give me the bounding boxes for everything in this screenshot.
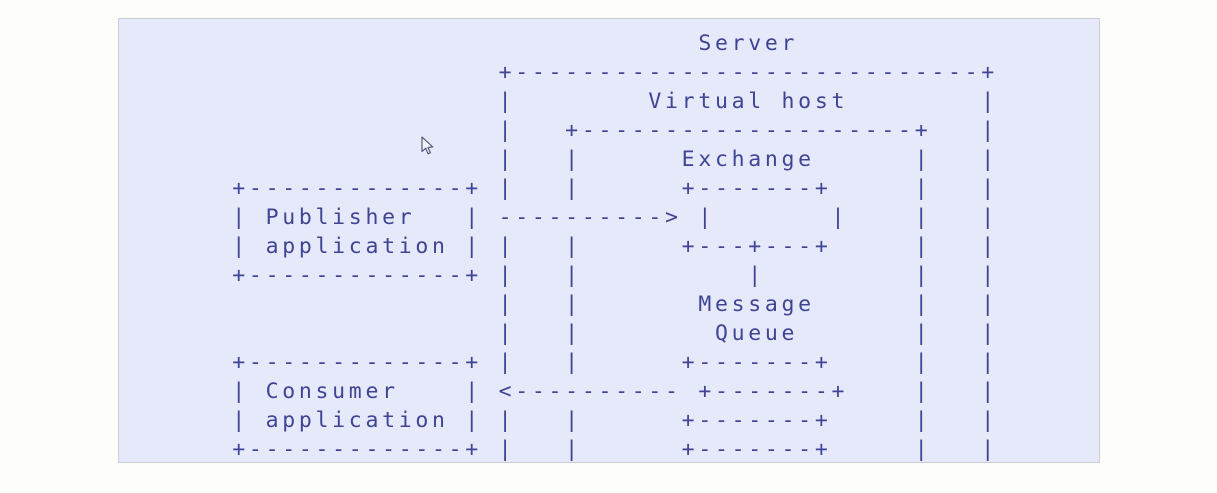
ascii-diagram-panel: Server +----------------------------+ | … <box>118 18 1100 463</box>
ascii-architecture-diagram: Server +----------------------------+ | … <box>232 31 998 462</box>
